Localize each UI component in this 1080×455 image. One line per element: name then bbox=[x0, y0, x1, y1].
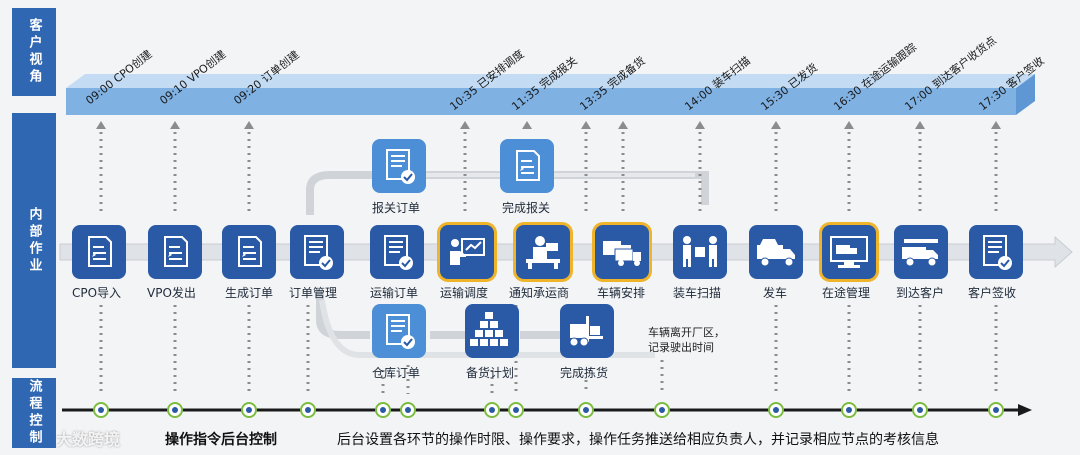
forklift-icon bbox=[569, 315, 604, 347]
transport-order-node bbox=[370, 225, 424, 279]
warehouse-order-node bbox=[372, 304, 426, 358]
document-check-icon bbox=[983, 235, 1013, 271]
control-node-circle bbox=[988, 402, 1004, 418]
control-node-circle bbox=[654, 402, 670, 418]
notify-carrier-node bbox=[516, 225, 570, 279]
branch-top-arrow bbox=[306, 171, 709, 215]
node-label: 客户签收 bbox=[968, 286, 1017, 300]
document-edit-icon bbox=[83, 236, 112, 267]
truck-fleet-icon bbox=[602, 240, 642, 267]
control-node-circle bbox=[768, 402, 784, 418]
load-scan-node bbox=[673, 225, 727, 279]
boxes-icon bbox=[470, 312, 508, 346]
node-label: 在途管理 bbox=[822, 286, 871, 300]
control-line-arrowhead bbox=[1018, 404, 1032, 416]
customer-signoff-node bbox=[969, 225, 1023, 279]
sidebar-internal-ops: 内部作业 bbox=[12, 113, 56, 368]
transport-dispatch-node bbox=[440, 225, 494, 279]
node-label: 备货计划 bbox=[466, 366, 515, 380]
document-check-icon bbox=[386, 149, 416, 185]
node-label: 运输订单 bbox=[370, 286, 419, 300]
document-check-icon bbox=[386, 314, 416, 350]
node-label: 装车扫描 bbox=[673, 286, 722, 300]
customs-complete-node bbox=[500, 139, 554, 193]
control-node-circle bbox=[375, 402, 391, 418]
note-line: 车辆离开厂区， bbox=[648, 326, 725, 339]
node-label: 仓库订单 bbox=[372, 366, 421, 380]
node-label: 生成订单 bbox=[225, 286, 274, 300]
sidebar-customer-label: 客户视角 bbox=[26, 18, 42, 86]
customs-order-node bbox=[372, 139, 426, 193]
footer-title: 操作指令后台控制 bbox=[165, 432, 277, 448]
node-label: 车辆安排 bbox=[597, 286, 646, 300]
dotted-lower bbox=[99, 305, 998, 394]
dispatcher-icon bbox=[449, 238, 485, 266]
truck-arrival-icon bbox=[901, 238, 939, 267]
node-label: VPO发出 bbox=[147, 286, 196, 300]
branch-bottom-arrow bbox=[316, 290, 560, 339]
node-label: 运输调度 bbox=[440, 286, 489, 300]
cpo-import-node bbox=[72, 225, 126, 279]
sidebar-customer-view: 客户视角 bbox=[12, 8, 56, 96]
document-edit-icon bbox=[233, 236, 262, 267]
dispatch-vehicle-node bbox=[749, 225, 803, 279]
picking-complete-node bbox=[560, 304, 614, 358]
desk-worker-icon bbox=[526, 236, 560, 269]
stock-plan-node bbox=[465, 304, 519, 358]
order-management-node bbox=[290, 225, 344, 279]
control-node-circle bbox=[241, 402, 257, 418]
control-node-circle bbox=[167, 402, 183, 418]
footer-description: 后台设置各环节的操作时限、操作要求，操作任务推送给相应负责人，并记录相应节点的考… bbox=[337, 432, 939, 448]
node-label: 完成报关 bbox=[502, 201, 551, 215]
dotted-upper bbox=[99, 125, 998, 212]
control-node-circle bbox=[912, 402, 928, 418]
node-label: CPO导入 bbox=[72, 286, 122, 300]
vehicle-arrange-node bbox=[595, 225, 649, 279]
vpo-send-node bbox=[148, 225, 202, 279]
sidebar-internal-label: 内部作业 bbox=[26, 206, 42, 275]
node-label: 报关订单 bbox=[372, 201, 421, 215]
node-label: 到达客户 bbox=[896, 286, 945, 300]
control-node-circle bbox=[508, 402, 524, 418]
note-line: 记录驶出时间 bbox=[648, 341, 714, 354]
document-check-icon bbox=[304, 235, 334, 271]
node-label: 订单管理 bbox=[289, 286, 338, 300]
dotted-arrowheads-up bbox=[96, 121, 1001, 129]
control-node-circle bbox=[400, 402, 416, 418]
in-transit-node bbox=[822, 225, 876, 279]
control-node-circle bbox=[93, 402, 109, 418]
truck-icon bbox=[756, 238, 796, 267]
timeline-bar-side bbox=[1016, 74, 1035, 115]
sidebar-control-label: 流程控制 bbox=[26, 379, 42, 447]
arrive-customer-node bbox=[894, 225, 948, 279]
timeline-bar-top bbox=[66, 74, 1035, 88]
create-order-node bbox=[222, 225, 276, 279]
sidebar-process-control: 流程控制 bbox=[12, 378, 56, 448]
vehicle-exit-note: 车辆离开厂区， 记录驶出时间 bbox=[648, 325, 725, 355]
watermark: 大数跨境 bbox=[56, 430, 121, 449]
document-check-icon bbox=[384, 235, 414, 271]
node-label: 发车 bbox=[763, 286, 788, 300]
document-edit-icon bbox=[159, 236, 188, 267]
node-label: 完成拣货 bbox=[560, 366, 609, 380]
document-edit-icon bbox=[511, 150, 540, 181]
control-node-circle bbox=[300, 402, 316, 418]
control-node-circle bbox=[484, 402, 500, 418]
control-node-circle bbox=[841, 402, 857, 418]
loading-workers-icon bbox=[683, 236, 717, 267]
branch-bottom-arrow-2 bbox=[319, 299, 655, 358]
timeline-bar-front bbox=[66, 88, 1016, 115]
control-node-circle bbox=[578, 402, 594, 418]
node-label: 通知承运商 bbox=[509, 286, 570, 300]
monitor-truck-icon bbox=[830, 236, 868, 269]
